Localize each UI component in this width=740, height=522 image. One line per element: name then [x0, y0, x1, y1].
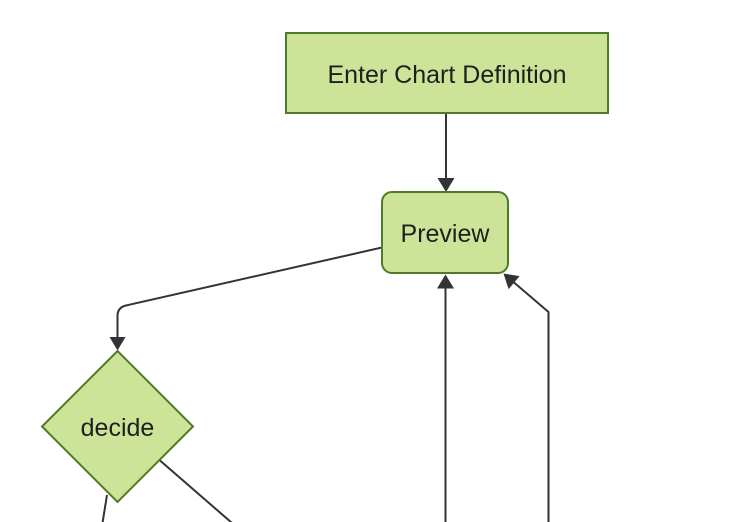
- node-decide: [40, 349, 195, 504]
- node-preview-label: Preview: [401, 220, 491, 248]
- node-preview: [381, 191, 509, 274]
- edge-layer: [101, 114, 550, 522]
- edge-decide-to-bottom-right: [159, 459, 233, 522]
- edge-preview-to-decide: [116, 246, 383, 338]
- node-layer: Enter Chart Definition Preview decide: [40, 32, 609, 504]
- node-enter-chart-definition-label: Enter Chart Definition: [327, 61, 566, 89]
- arrowhead-bottom-to-preview: [437, 274, 454, 289]
- edge-decide-to-bottom-left: [101, 494, 108, 522]
- arrowhead-enter-to-preview: [437, 178, 455, 192]
- arrowhead-bottom-right-to-preview: [503, 273, 520, 290]
- node-enter-chart-definition: [285, 32, 609, 114]
- arrowhead-preview-to-decide: [109, 337, 126, 351]
- edge-bottom-right-to-preview: [513, 281, 550, 522]
- node-decide-label: decide: [81, 414, 155, 442]
